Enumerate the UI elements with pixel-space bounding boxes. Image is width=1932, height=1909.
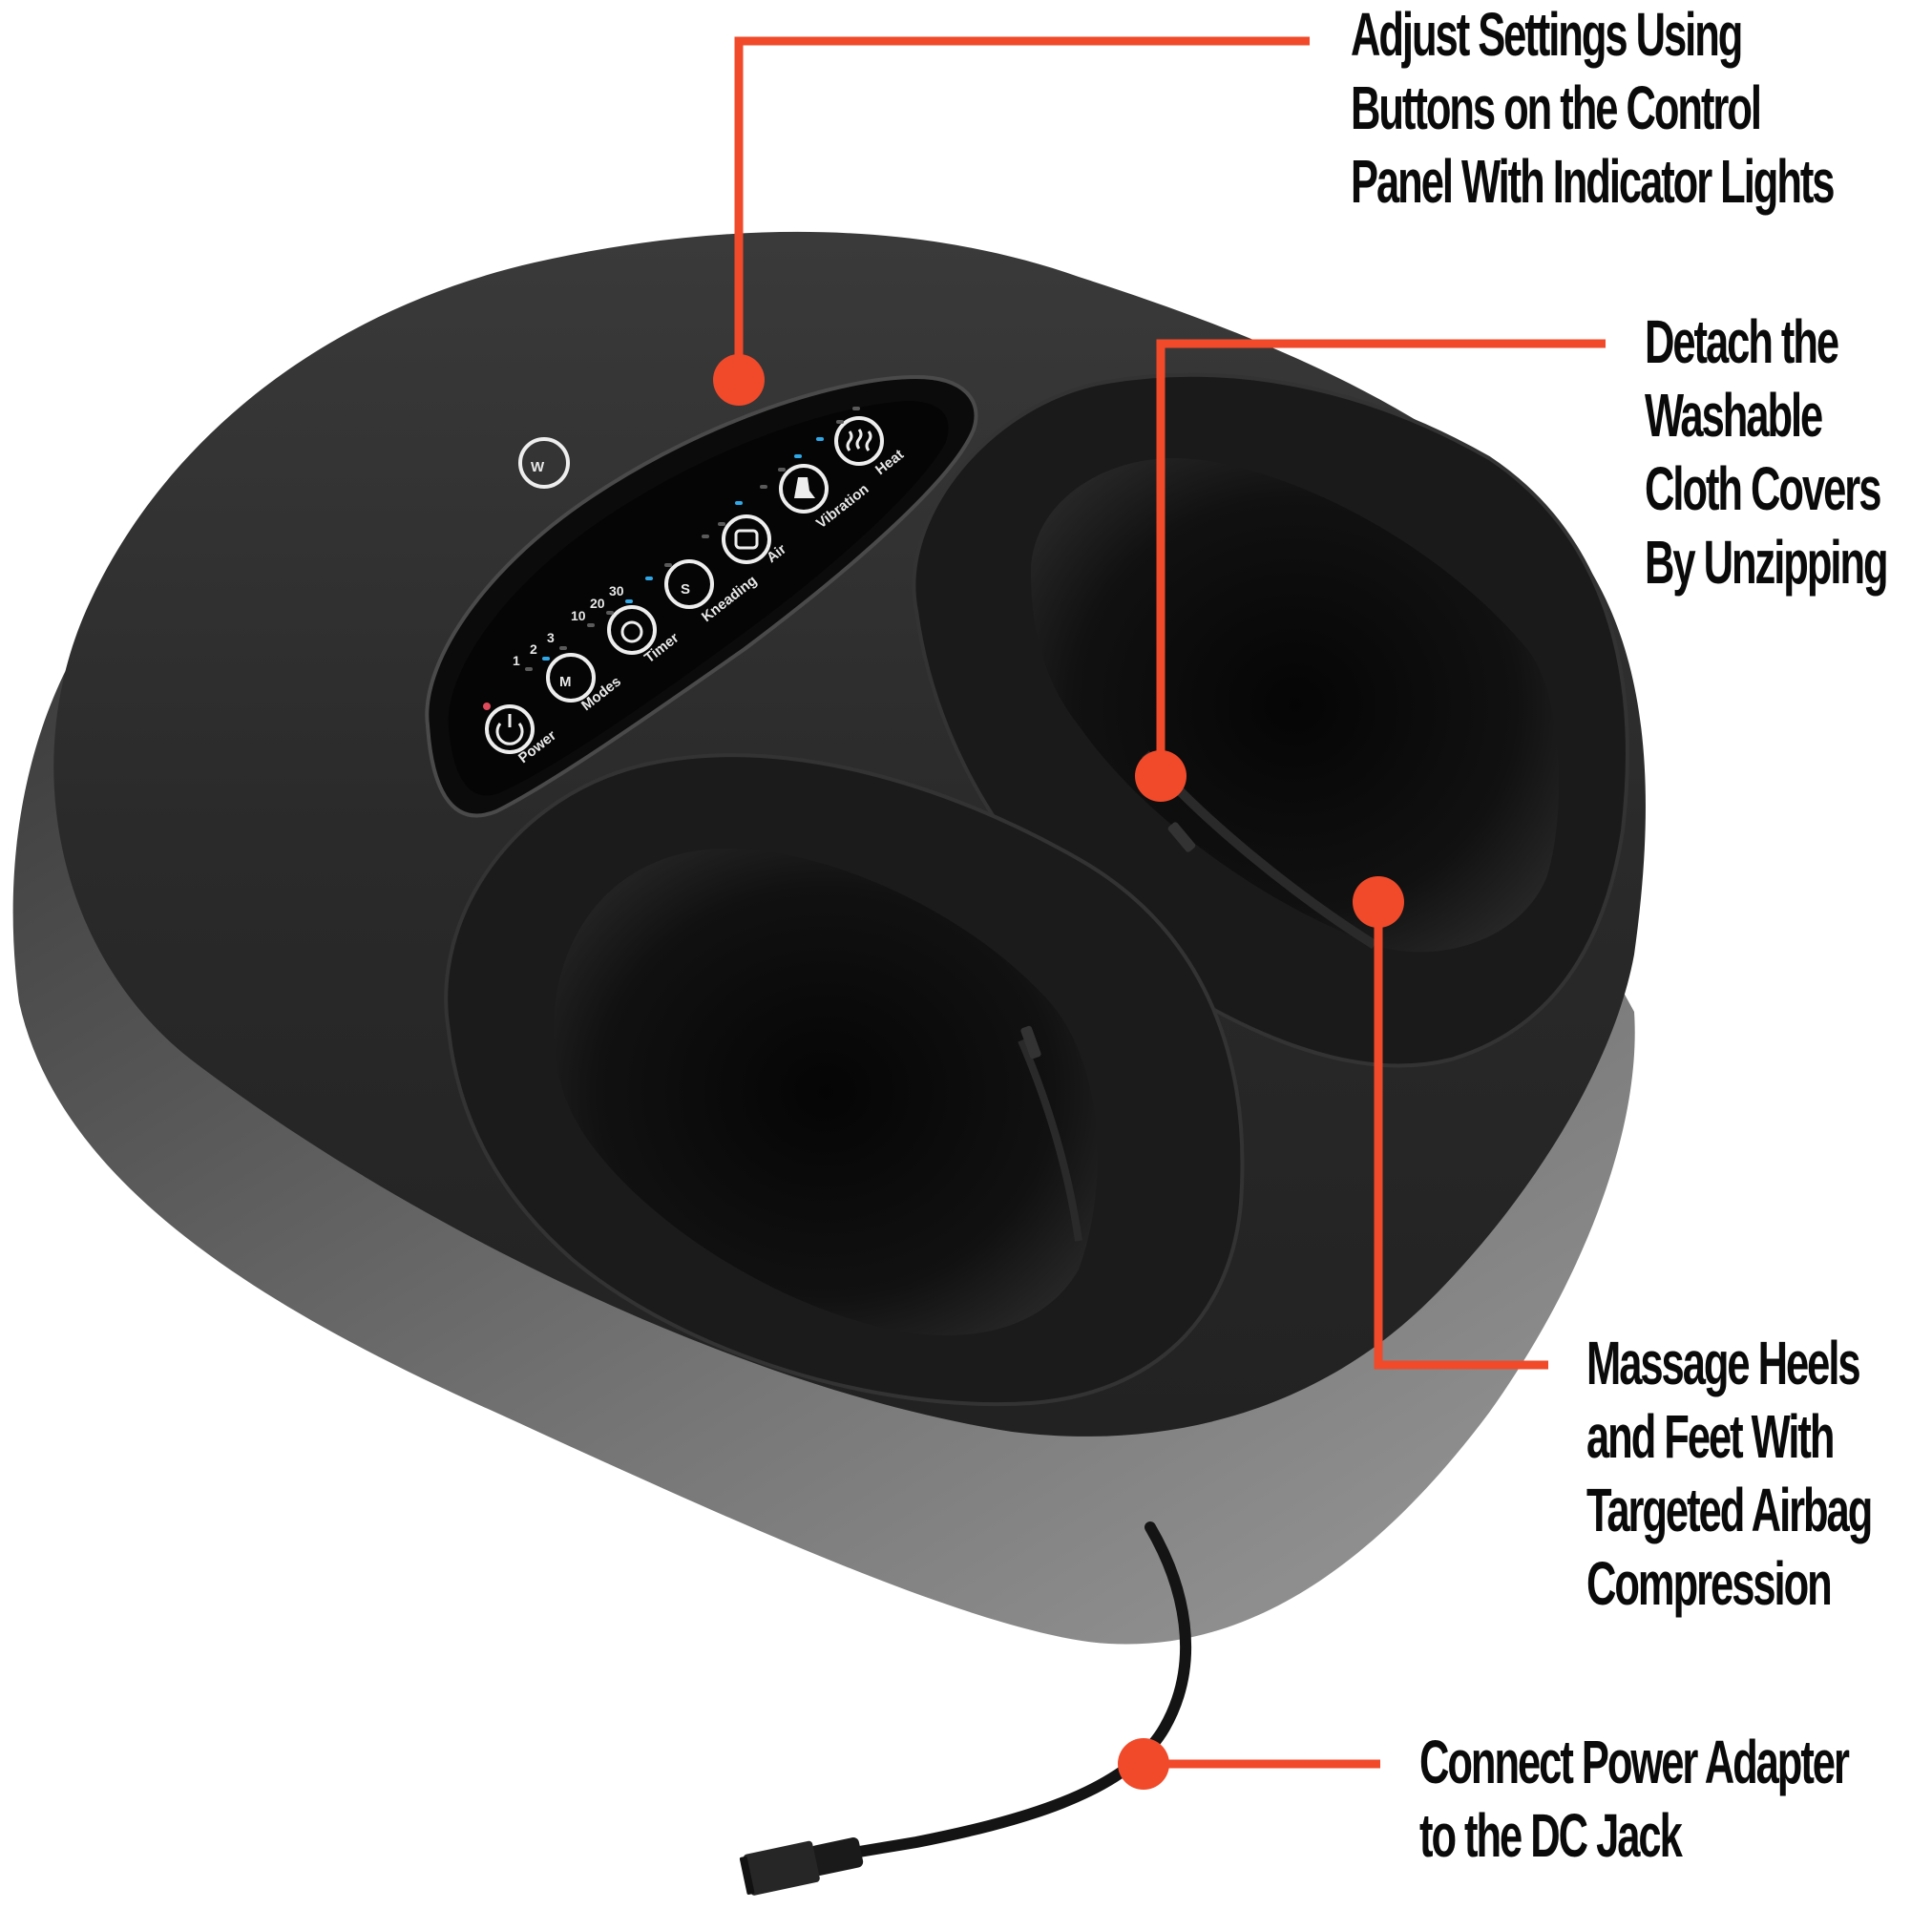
callout-airbag: Massage Heels and Feet With Targeted Air… [1586, 1327, 1873, 1621]
callout-dot-airbag [1353, 876, 1404, 928]
callout-lines [734, 36, 1606, 1769]
callout-cloth-covers: Detach the Washable Cloth Covers By Unzi… [1645, 305, 1889, 599]
callout-dot-control-panel [713, 354, 765, 406]
callout-line: Adjust Settings Using [1351, 0, 1743, 69]
zipper-pull-icon [1020, 1025, 1041, 1059]
callout-line: and Feet With [1586, 1402, 1835, 1471]
callout-line: Compression [1586, 1549, 1833, 1618]
callout-line: Washable [1645, 381, 1823, 450]
callout-dc-jack: Connect Power Adapter to the DC Jack [1419, 1726, 1850, 1873]
callout-line: By Unzipping [1645, 528, 1889, 597]
callout-line: Targeted Airbag [1586, 1476, 1873, 1544]
callout-line: to the DC Jack [1419, 1801, 1683, 1870]
callout-control-panel: Adjust Settings Using Buttons on the Con… [1351, 0, 1836, 219]
timer-level-30: 30 [609, 583, 624, 598]
callout-line: Massage Heels [1586, 1329, 1861, 1397]
dc-connector-icon [739, 1837, 864, 1896]
leader-line-cloth-covers [1156, 339, 1606, 754]
callout-line: Detach the [1645, 307, 1839, 376]
timer-level-10: 10 [571, 608, 586, 623]
logo-mark: W [531, 459, 545, 475]
brand-logo: W [518, 437, 570, 489]
callout-line: Connect Power Adapter [1419, 1728, 1850, 1796]
callout-line: Buttons on the Control [1351, 73, 1762, 142]
kneading-icon: S [681, 581, 690, 598]
callout-dot-cloth-covers [1135, 750, 1186, 802]
leader-line-airbag [1374, 924, 1548, 1370]
mode-level-2: 2 [530, 641, 537, 657]
mode-level-1: 1 [513, 653, 520, 668]
power-cable [739, 1521, 1192, 1896]
leader-line-control-panel [734, 36, 1310, 355]
alarm-clock-icon [620, 620, 643, 643]
heat-icon [846, 429, 872, 451]
mode-level-3: 3 [547, 630, 555, 645]
callout-dot-dc-jack [1118, 1738, 1169, 1790]
zipper-pull-icon [1167, 822, 1196, 852]
power-icon [495, 723, 524, 745]
callout-dots [713, 354, 1404, 1790]
callout-line: Cloth Covers [1645, 454, 1881, 523]
timer-level-20: 20 [590, 596, 605, 611]
foot-vibration-icon [794, 477, 815, 498]
air-icon [734, 529, 759, 550]
left-zipper [1018, 1038, 1082, 1242]
modes-icon: M [559, 674, 572, 690]
power-indicator [483, 703, 491, 710]
left-foot-well [444, 753, 1245, 1407]
callout-line: Panel With Indicator Lights [1351, 147, 1836, 216]
